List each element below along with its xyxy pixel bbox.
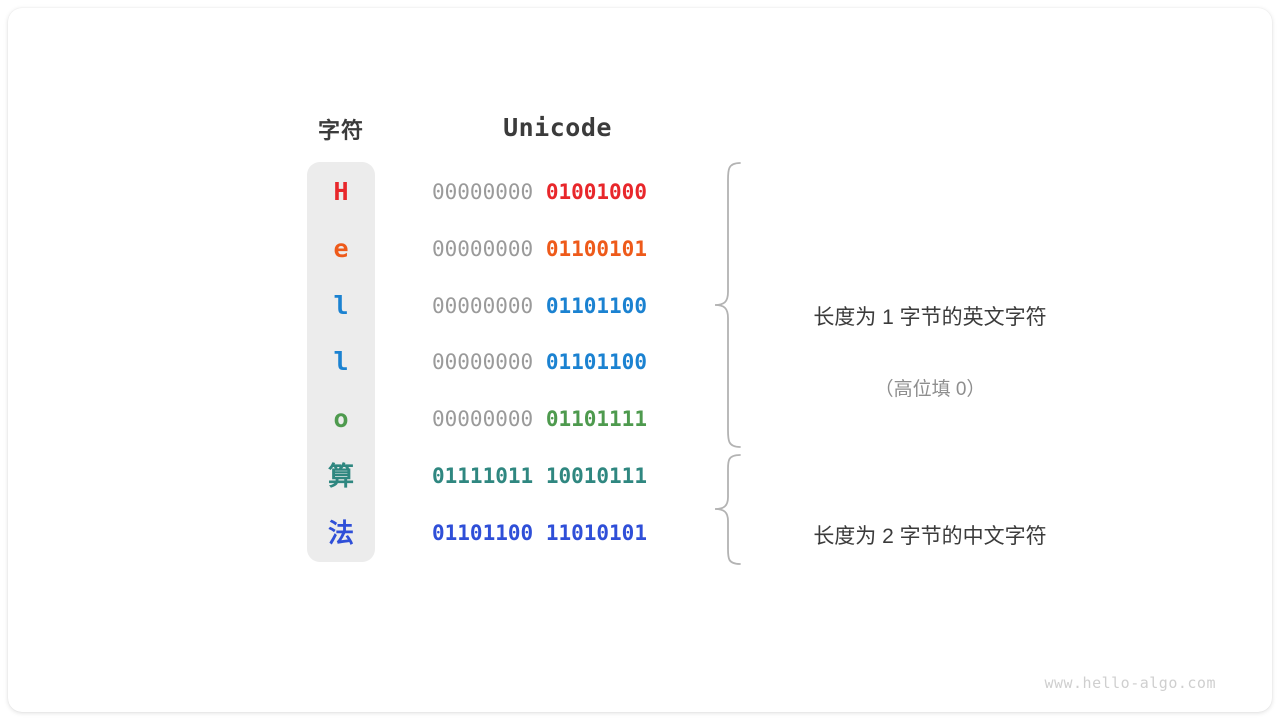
annotation-single-byte-line1: 长度为 1 字节的英文字符: [813, 306, 1047, 329]
unicode-high-byte: 00000000: [432, 237, 534, 261]
column-header-unicode: Unicode: [503, 113, 612, 142]
unicode-low-byte: 01001000: [545, 180, 647, 204]
unicode-low-byte: 11010101: [545, 521, 647, 545]
character-cell: 算: [327, 461, 354, 491]
unicode-low-byte: 01101100: [545, 294, 647, 318]
unicode-low-byte: 01101100: [545, 350, 647, 374]
character-cell: l: [333, 291, 349, 320]
figure-card: [8, 8, 1272, 712]
unicode-binary-row: 00000000 01100101: [432, 234, 683, 264]
annotation-double-byte-line1: 长度为 2 字节的中文字符: [813, 525, 1047, 548]
unicode-low-byte: 10010111: [545, 464, 647, 488]
unicode-binary-row: 01101100 11010101: [432, 518, 683, 548]
character-cell: l: [333, 347, 349, 376]
character-cell: H: [333, 177, 349, 206]
unicode-low-byte: 01100101: [545, 237, 647, 261]
unicode-high-byte: 00000000: [432, 180, 534, 204]
unicode-high-byte: 01101100: [432, 521, 534, 545]
unicode-binary-row: 00000000 01101100: [432, 291, 683, 321]
byte-separator: [533, 180, 546, 204]
unicode-high-byte: 00000000: [432, 294, 534, 318]
unicode-high-byte: 00000000: [432, 350, 534, 374]
unicode-binary-row: 00000000 01001000: [432, 177, 683, 207]
byte-separator: [533, 350, 546, 374]
brace-double-byte: [714, 454, 741, 565]
byte-separator: [533, 237, 546, 261]
brace-single-byte: [714, 162, 741, 448]
annotation-single-byte: 长度为 1 字节的英文字符 （高位填 0）: [770, 264, 1090, 444]
unicode-high-byte: 00000000: [432, 407, 534, 431]
column-header-character: 字符: [317, 118, 364, 143]
byte-separator: [533, 407, 546, 431]
character-cell: 法: [327, 518, 354, 548]
unicode-binary-row: 01111011 10010111: [432, 461, 683, 491]
character-column-panel: [307, 162, 375, 562]
byte-separator: [533, 464, 546, 488]
watermark: www.hello-algo.com: [1044, 674, 1216, 692]
character-cell: e: [333, 234, 349, 263]
annotation-double-byte: 长度为 2 字节的中文字符: [770, 483, 1090, 591]
unicode-binary-row: 00000000 01101111: [432, 404, 683, 434]
unicode-high-byte: 01111011: [432, 464, 534, 488]
unicode-binary-row: 00000000 01101100: [432, 347, 683, 377]
unicode-low-byte: 01101111: [545, 407, 647, 431]
annotation-single-byte-line2: （高位填 0）: [874, 379, 986, 400]
byte-separator: [533, 521, 546, 545]
byte-separator: [533, 294, 546, 318]
character-cell: o: [333, 404, 349, 433]
